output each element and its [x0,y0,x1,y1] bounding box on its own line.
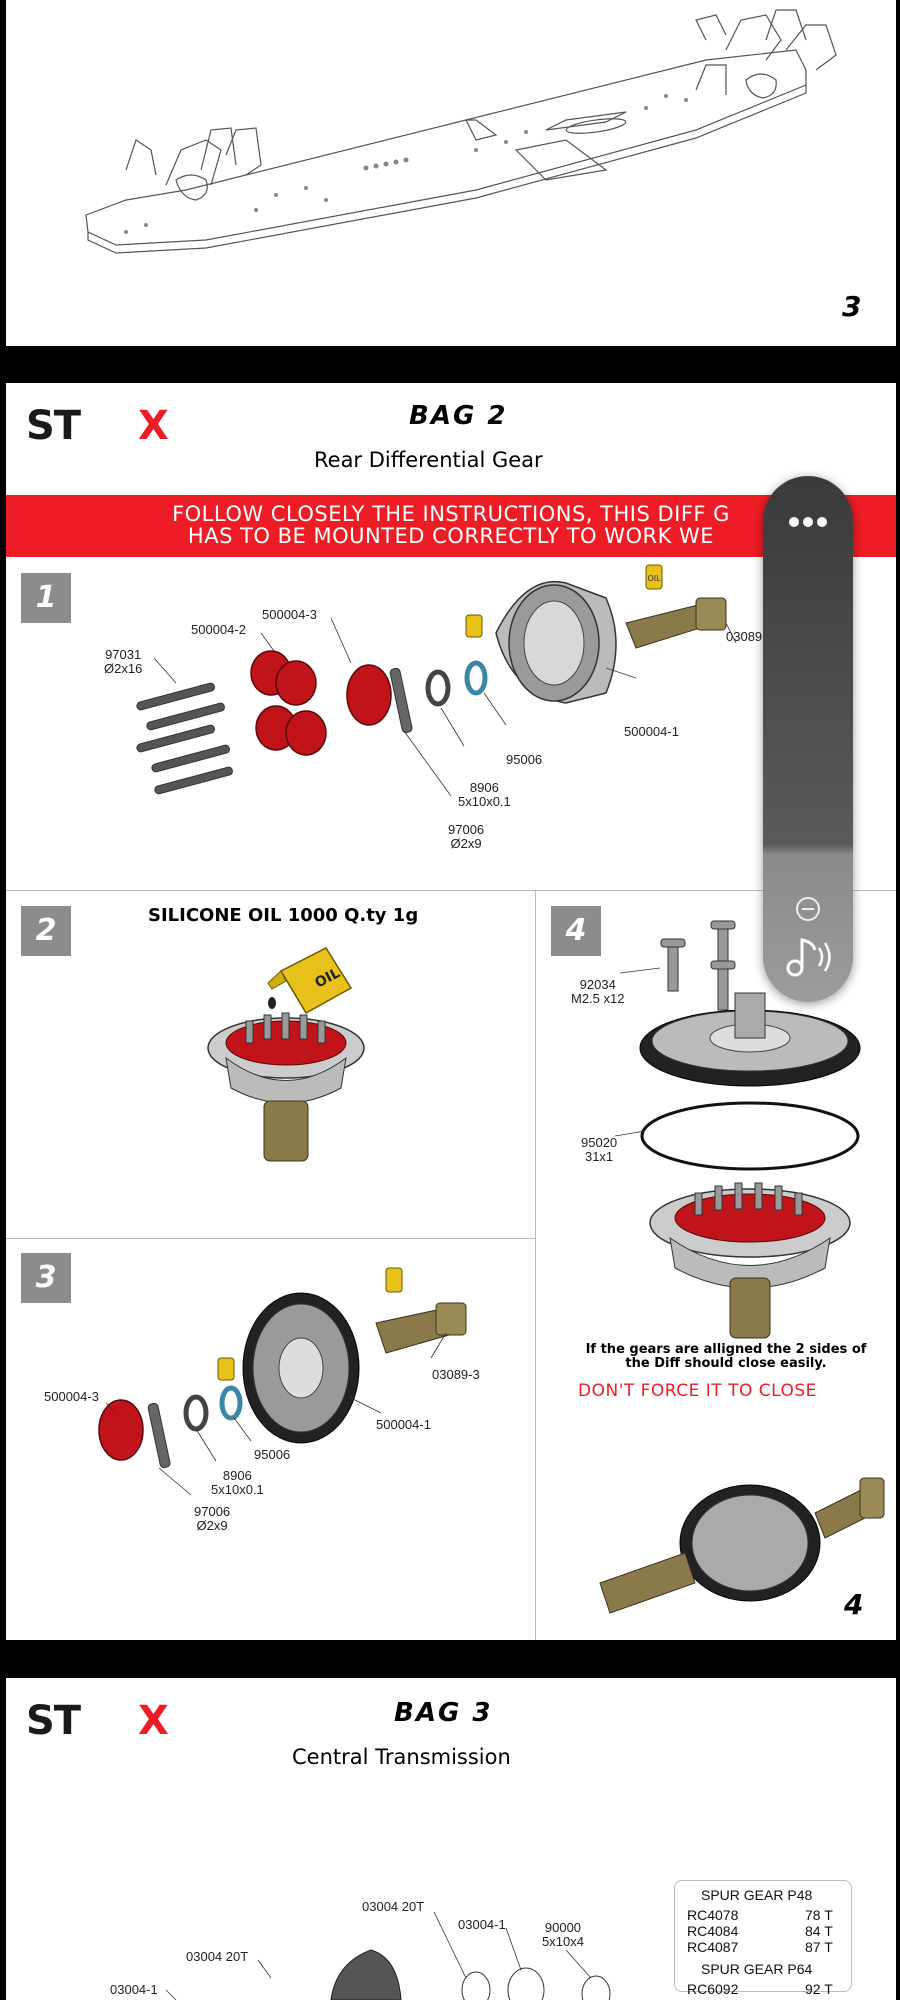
part-label: 8906 5x10x0.1 [458,780,511,809]
step-number: 1 [21,573,71,623]
transmission-diagram [165,1911,611,2000]
part-label: 03004 20T [186,1949,249,1964]
spur-gear-table: SPUR GEAR P48 RC4078 78 T RC4084 84 T RC… [674,1880,852,1997]
stx-logo: ST X [26,1698,169,1744]
minus-circle-icon[interactable] [795,896,821,922]
manual-page-3: 3 [6,0,896,346]
part-label: 95006 [254,1447,291,1462]
banner-line-2: HAS TO BE MOUNTED CORRECTLY TO WORK WE [187,524,715,548]
note-line-2: the Diff should close easily. [625,1356,827,1371]
spur-title-p48: SPUR GEAR P48 [701,1887,813,1903]
part-label: 95020 31x1 [581,1135,618,1164]
spur-code: RC4087 [687,1939,739,1955]
svg-text:ST: ST [26,1698,82,1744]
music-note-icon[interactable] [783,934,835,980]
step2-oil-diagram: OIL [207,947,365,1162]
step-number: 3 [21,1253,71,1303]
manual-page-4: ST X BAG 2 Rear Differential Gear FOLLOW… [6,383,896,1640]
chassis-illustration [85,9,837,254]
part-label: 500004-3 [262,607,317,622]
part-label: 500004-3 [44,1389,99,1404]
stx-logo: ST X [26,403,169,449]
spur-title-p64: SPUR GEAR P64 [701,1961,813,1977]
step3-exploded-diagram [98,1267,467,1496]
part-label: 92034 M2.5 x12 [571,977,625,1006]
assembly-note: If the gears are alligned the 2 sides of… [566,1343,886,1371]
part-label: 03004 20T [362,1899,425,1914]
divider [535,890,536,1640]
part-label: 97006 Ø2x9 [194,1504,231,1533]
spur-teeth: 78 T [805,1907,833,1923]
part-label: 03004-1 [110,1982,158,1997]
page-number: 4 [844,1588,864,1621]
step-title: SILICONE OIL 1000 Q.ty 1g [148,905,419,926]
divider [6,890,896,891]
svg-text:X: X [138,1698,169,1744]
part-label: 97006 Ø2x9 [448,822,485,851]
section-subtitle: Central Transmission [292,1745,511,1769]
part-label: 500004-1 [624,724,679,739]
note-line-1: If the gears are alligned the 2 sides of [585,1342,867,1357]
part-label: 97031 Ø2x16 [104,647,143,676]
part-label: 500004-2 [191,622,246,637]
part-label: 8906 5x10x0.1 [211,1468,264,1497]
spur-code: RC6092 [687,1981,739,1997]
part-label: 90000 5x10x4 [542,1920,584,1949]
spur-teeth: 84 T [805,1923,833,1939]
step-number: 4 [551,906,601,956]
part-label: 95006 [506,752,543,767]
part-label: 500004-1 [376,1417,431,1432]
part-label: 03089 [726,629,763,644]
more-dots-icon[interactable] [782,512,834,532]
bag-title: BAG 2 [409,401,508,431]
warning-text: DON'T FORCE IT TO CLOSE [578,1381,817,1401]
svg-text:OIL: OIL [647,574,661,583]
step1-exploded-diagram: OIL [136,564,737,797]
divider [6,1238,535,1239]
spur-code: RC4084 [687,1923,739,1939]
svg-text:ST: ST [26,403,82,449]
warning-banner: FOLLOW CLOSELY THE INSTRUCTIONS, THIS DI… [6,495,896,557]
banner-line-1: FOLLOW CLOSELY THE INSTRUCTIONS, THIS DI… [172,502,730,526]
spur-teeth: 92 T [805,1981,833,1997]
part-label: 03089-3 [432,1367,480,1382]
section-subtitle: Rear Differential Gear [314,448,543,472]
spur-teeth: 87 T [805,1939,833,1955]
svg-text:X: X [138,403,169,449]
step4-assembly-diagram [599,920,885,1614]
floating-media-panel[interactable] [763,476,853,1002]
spur-code: RC4078 [687,1907,739,1923]
bag-title: BAG 3 [394,1698,493,1728]
step-number: 2 [21,906,71,956]
part-label: 03004-1 [458,1917,506,1932]
page-number: 3 [842,290,862,323]
